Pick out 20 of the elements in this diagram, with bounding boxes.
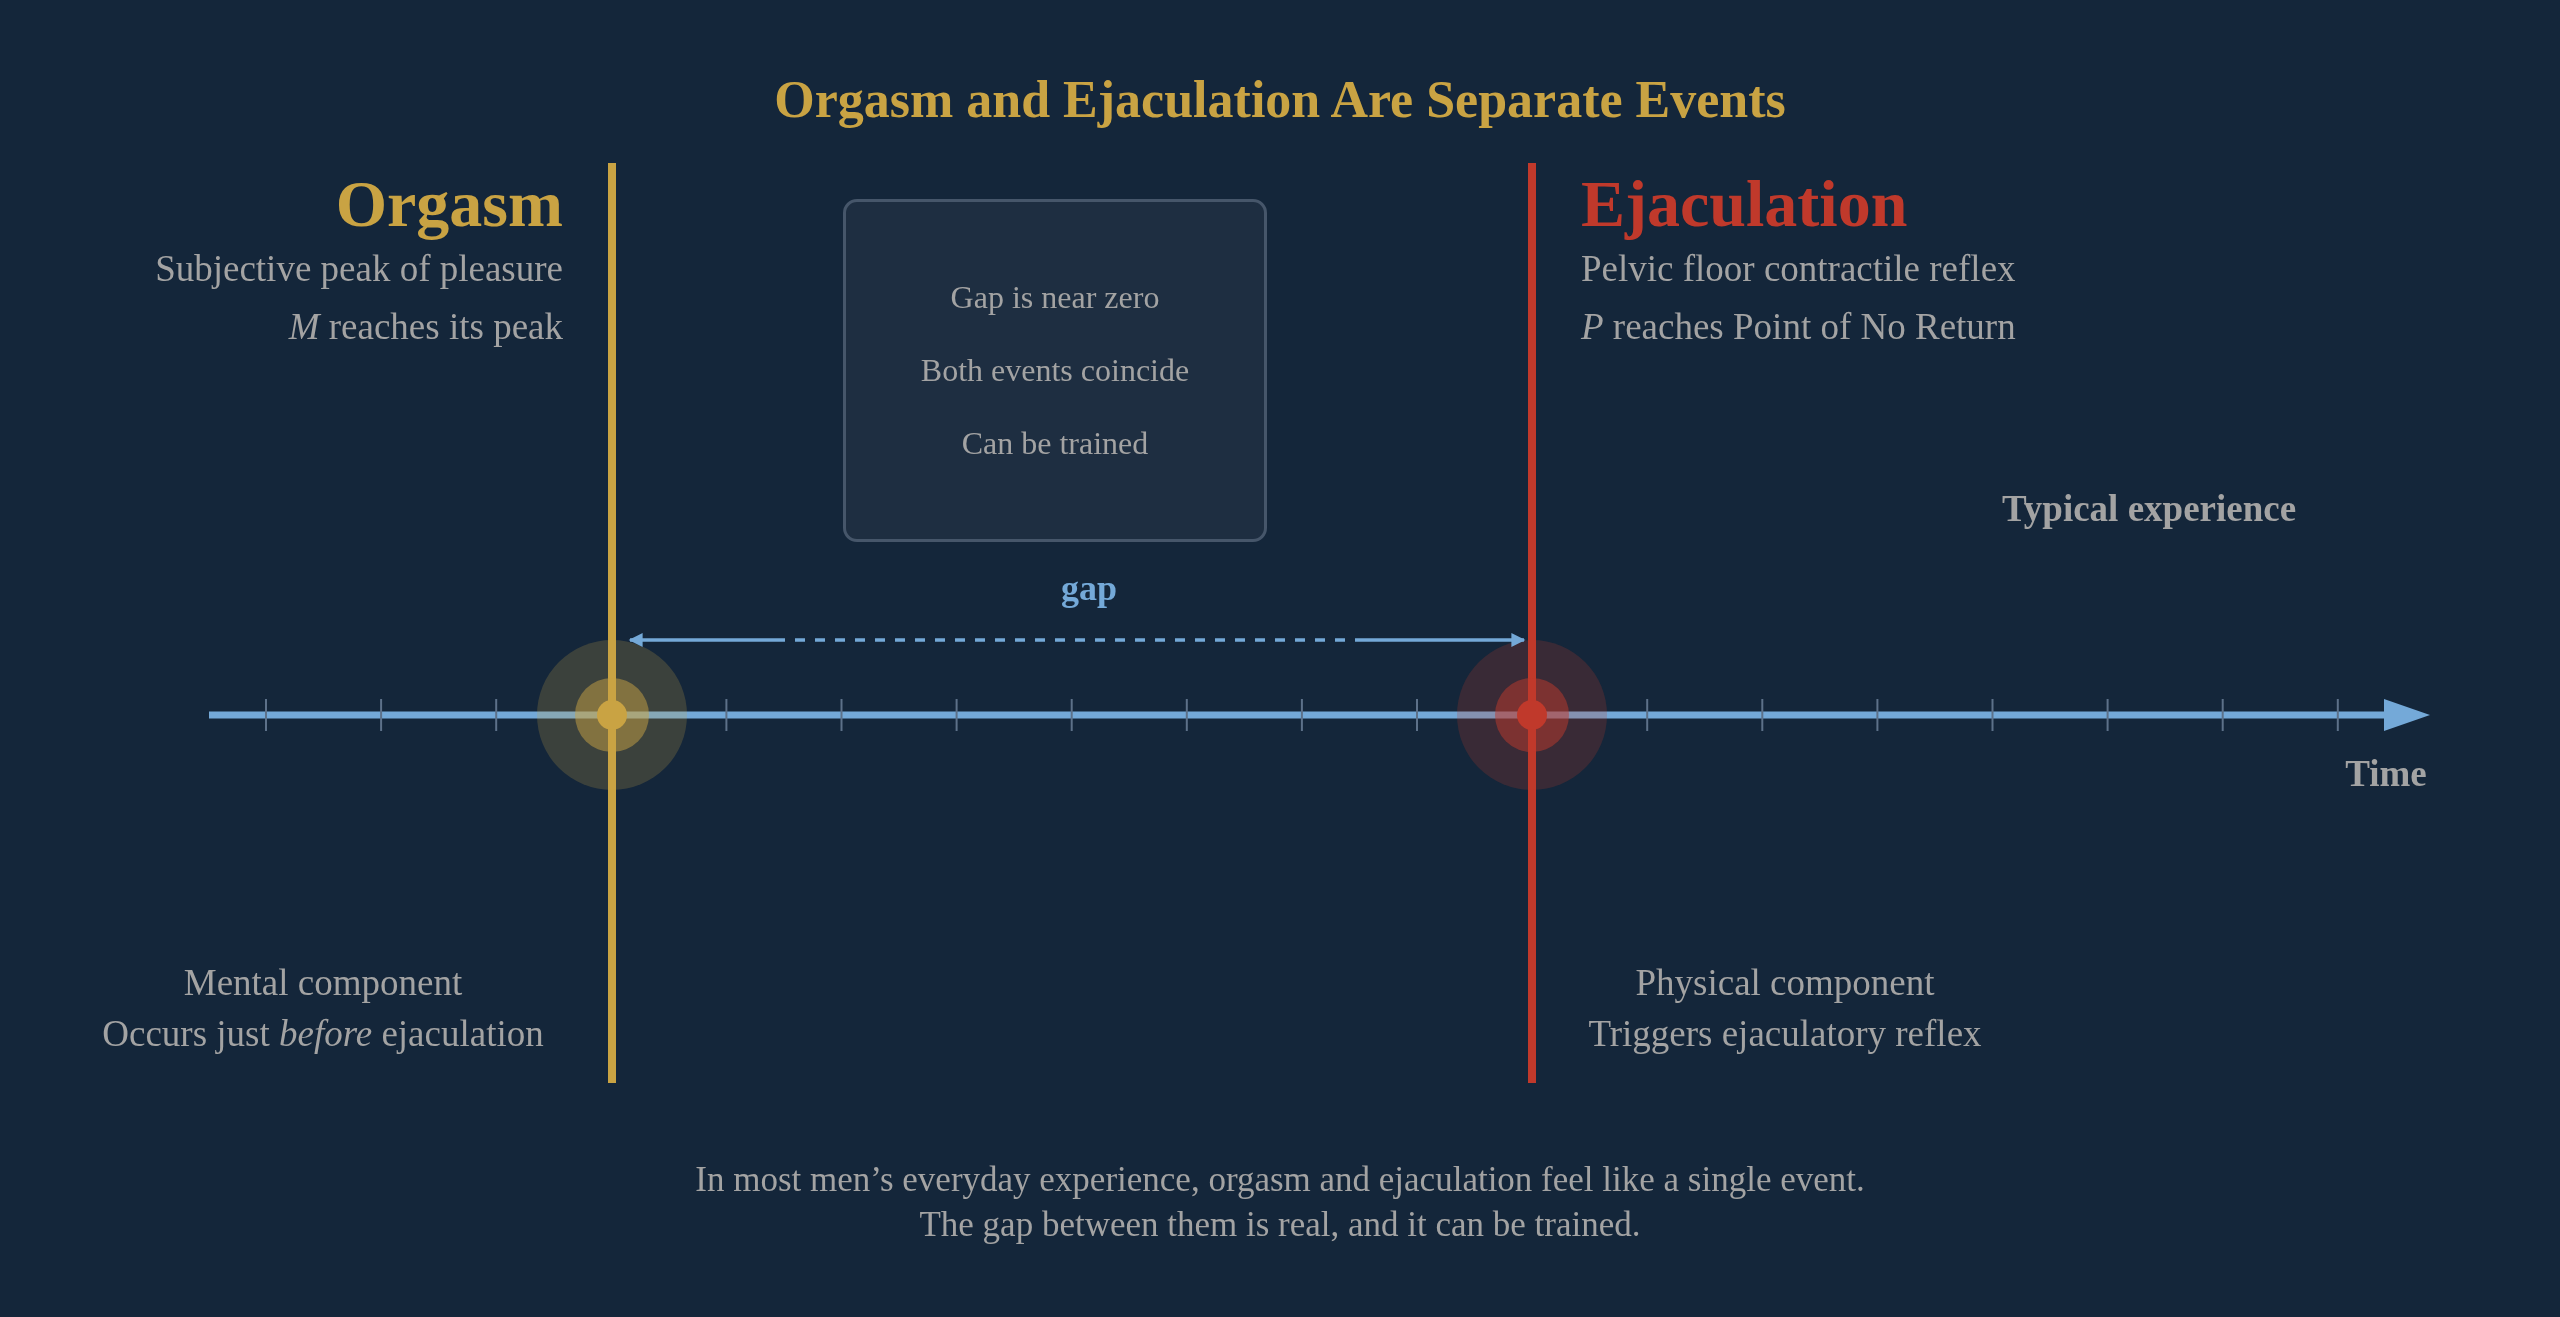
event-note: Mental component: [182, 962, 464, 1005]
info-box: [843, 199, 1267, 542]
caption: In most men’s everyday experience, orgasm and ejaculation feel like a single event. The gap between them is real, and it can be trained.: [694, 1159, 1866, 1246]
event-note: M reaches its peak: [288, 306, 563, 349]
event-heading: Ejaculation: [1581, 166, 1908, 242]
event-note: P reaches Point of No Return: [1581, 306, 2016, 349]
box-text: Gap is near zero: [950, 279, 1160, 317]
title: Orgasm and Ejaculation Are Separate Events: [773, 70, 1787, 130]
event-note: Occurs just before ejaculation: [101, 1013, 545, 1056]
event-note: Subjective peak of pleasure: [155, 248, 563, 291]
box-text: Both events coincide: [920, 352, 1190, 389]
annotation-text: Typical experience: [2000, 488, 2298, 531]
event-note: Pelvic floor contractile reflex: [1581, 248, 2016, 291]
axis-label: Time: [2344, 753, 2428, 796]
box-text: Can be trained: [961, 424, 1149, 462]
event-note: Triggers ejaculatory reflex: [1587, 1013, 1983, 1056]
event-note: Physical component: [1634, 962, 1936, 1005]
event-heading: Orgasm: [335, 166, 563, 242]
gap-arrow: [628, 633, 1526, 647]
edge-label: gap: [1060, 568, 1118, 610]
